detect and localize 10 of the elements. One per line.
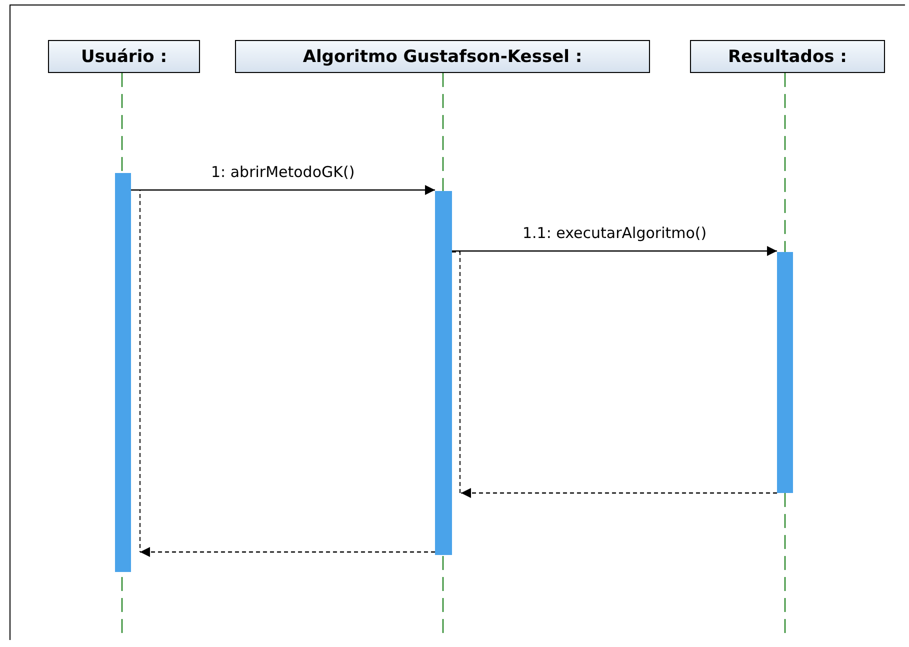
message-arrow: [461, 488, 777, 498]
lifeline-header: Usuário :: [48, 40, 200, 73]
message-arrow: [452, 246, 777, 256]
activation-bar: [777, 252, 793, 493]
activation-bar: [435, 191, 452, 555]
message-arrow: [131, 185, 435, 195]
message-arrow: [140, 547, 435, 557]
lifeline-header: Algoritmo Gustafson-Kessel :: [235, 40, 650, 73]
activation-bar: [115, 173, 131, 572]
lifeline-header: Resultados :: [690, 40, 885, 73]
